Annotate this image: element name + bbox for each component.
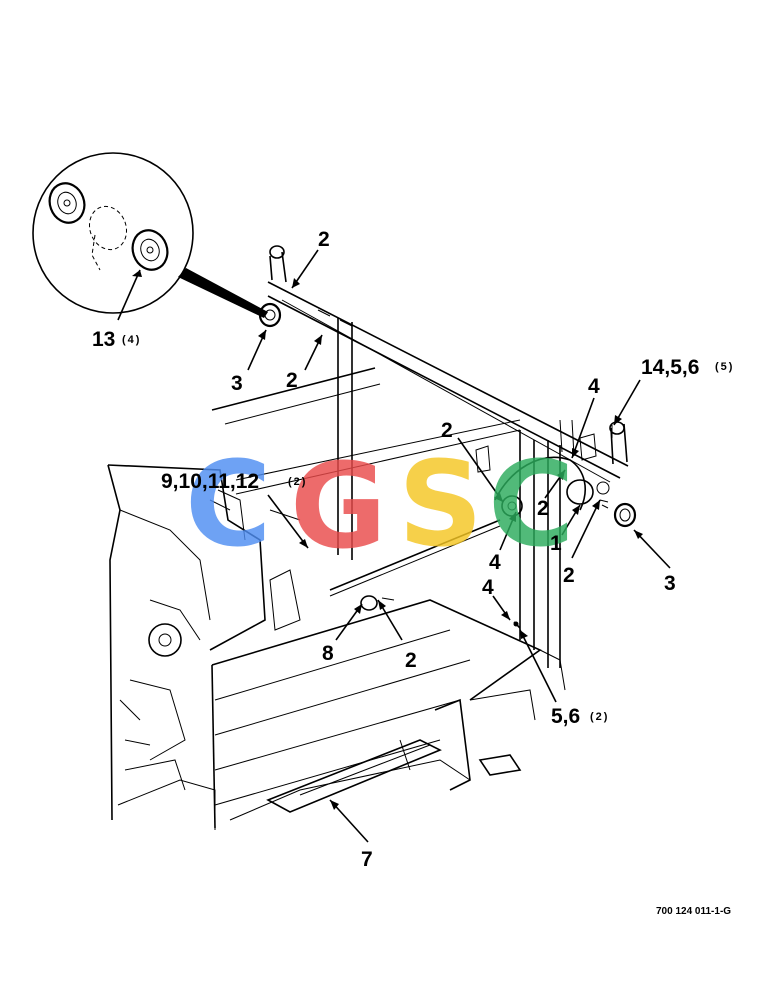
callout-4-mid: 4 [489, 551, 501, 574]
callout-9-10-11-12-qty: (2) [288, 476, 307, 488]
watermark-letter-c2: C [488, 435, 575, 573]
left-bar-wheel [258, 302, 282, 328]
watermark-letter-c1: C [185, 435, 272, 573]
callout-14-5-6: 14,5,6 [641, 356, 699, 379]
callout-1: 1 [550, 532, 562, 555]
ribbed-panel [211, 599, 566, 829]
cgsc-watermark: C G S C [185, 435, 575, 575]
figure-reference: 700 124 011-1-G [656, 906, 731, 917]
callout-pointers [117, 249, 671, 843]
lower-rod [329, 519, 521, 629]
callout-13-qty: (4) [122, 334, 141, 346]
top-crossbar [267, 245, 629, 483]
callout-4-top: 4 [588, 375, 600, 398]
callout-2-top: 2 [318, 228, 330, 251]
drive-assembly [494, 425, 637, 528]
callout-5-6: 5,6 [551, 705, 580, 728]
callout-2-mid: 2 [441, 419, 453, 442]
callout-14-5-6-qty: (5) [715, 361, 734, 373]
frame-posts [337, 318, 561, 668]
callout-2-under-bar: 2 [286, 369, 298, 392]
callout-labels: 13 (4) 2 2 3 14,5,6 (5) 4 2 9,10,11,12 (… [92, 228, 734, 871]
detail-inset [32, 152, 268, 318]
callout-5-6-qty: (2) [590, 711, 609, 723]
watermark-letter-s: S [398, 435, 483, 573]
watermark-letter-g: G [290, 437, 387, 575]
callout-9-10-11-12: 9,10,11,12 [161, 470, 259, 493]
callout-4-lower: 4 [482, 576, 494, 599]
callout-2-lower: 2 [405, 649, 417, 672]
callout-3-right: 3 [664, 572, 676, 595]
callout-3-left: 3 [231, 372, 243, 395]
machine-line-art [32, 152, 671, 843]
callout-13: 13 [92, 328, 115, 351]
callout-8: 8 [322, 642, 334, 665]
callout-2-pulley: 2 [537, 497, 549, 520]
callout-7: 7 [361, 848, 373, 871]
callout-2-right: 2 [563, 564, 575, 587]
